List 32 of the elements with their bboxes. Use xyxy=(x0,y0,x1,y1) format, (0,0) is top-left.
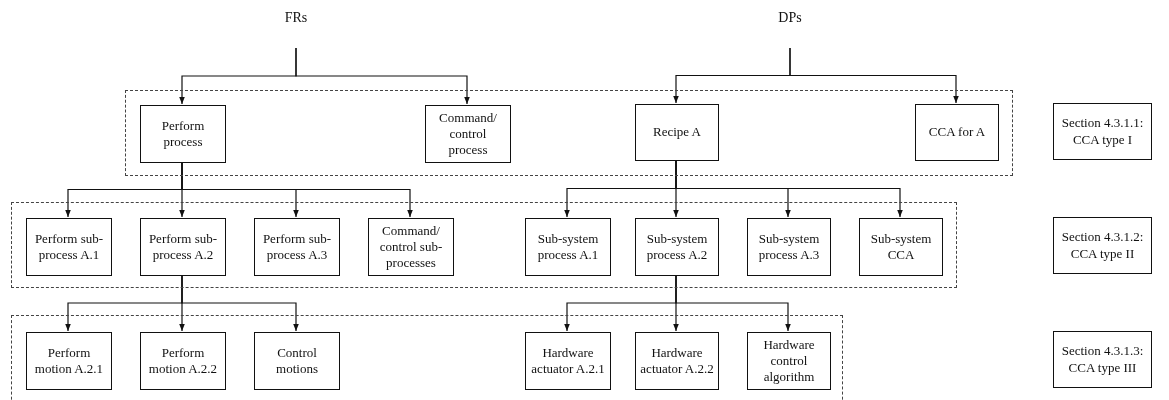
process-box: Sub-system process A.1 xyxy=(525,218,611,276)
column-heading: DPs xyxy=(760,10,820,48)
process-box: Hardware actuator A.2.2 xyxy=(635,332,719,390)
connector-arrow xyxy=(675,274,791,332)
process-box: Perform sub-process A.3 xyxy=(254,218,340,276)
process-box: Perform process xyxy=(140,105,226,163)
process-box: Command/ control process xyxy=(425,105,511,163)
process-box: Hardware actuator A.2.1 xyxy=(525,332,611,390)
process-box: Perform motion A.2.2 xyxy=(140,332,226,390)
process-box: Command/ control sub-processes xyxy=(368,218,454,276)
process-box: Recipe A xyxy=(635,104,719,161)
connector-arrow xyxy=(675,159,903,218)
connector-arrow xyxy=(181,274,299,332)
group-frame xyxy=(125,90,1013,176)
connector-arrow xyxy=(181,161,413,218)
process-box: Perform sub-process A.2 xyxy=(140,218,226,276)
process-box: Control motions xyxy=(254,332,340,390)
group-frame xyxy=(11,202,957,288)
process-box: Hardware control algorithm xyxy=(747,332,831,390)
section-box: Section 4.3.1.2: CCA type II xyxy=(1053,217,1152,274)
process-box: Perform sub-process A.1 xyxy=(26,218,112,276)
section-box: Section 4.3.1.3: CCA type III xyxy=(1053,331,1152,388)
column-heading: FRs xyxy=(266,10,326,48)
section-box: Section 4.3.1.1: CCA type I xyxy=(1053,103,1152,160)
process-box: Perform motion A.2.1 xyxy=(26,332,112,390)
process-box: Sub-system process A.2 xyxy=(635,218,719,276)
connector-arrow xyxy=(789,47,959,104)
process-box: Sub-system CCA xyxy=(859,218,943,276)
group-frame xyxy=(11,315,843,400)
process-box: Sub-system process A.3 xyxy=(747,218,831,276)
connector-arrow xyxy=(295,47,470,105)
process-box: CCA for A xyxy=(915,104,999,161)
